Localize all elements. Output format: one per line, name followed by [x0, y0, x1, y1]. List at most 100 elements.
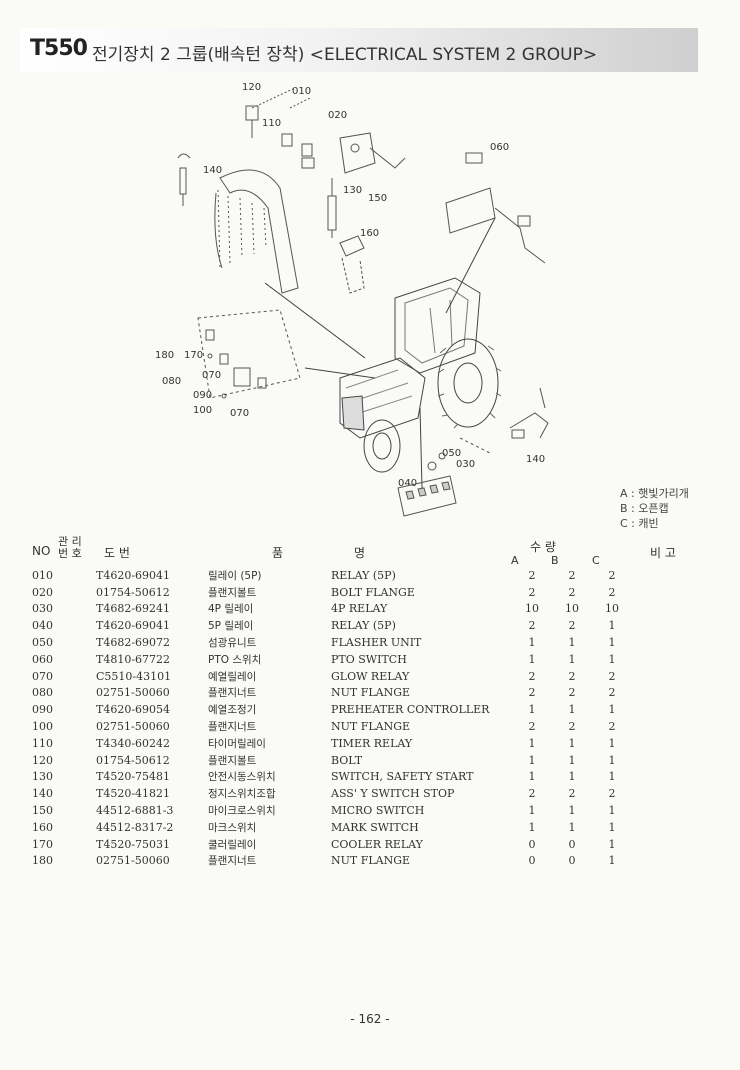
qty-a: 1 — [528, 804, 536, 818]
diagram-callout-label: 150 — [368, 193, 387, 204]
part-number: 01754-50612 — [96, 753, 170, 767]
part-no-index: 150 — [32, 804, 53, 818]
qty-b: 1 — [568, 820, 576, 834]
qty-b: 10 — [565, 602, 579, 616]
part-number: 02751-50060 — [96, 854, 170, 868]
qty-b: 2 — [568, 619, 576, 633]
qty-b: 1 — [568, 652, 576, 666]
tractor-drawing — [264, 217, 502, 489]
part-number: 02751-50060 — [96, 720, 170, 734]
col-mgmt-bottom: 번 호 — [58, 547, 82, 560]
part-name-en: NUT FLANGE — [331, 720, 411, 734]
qty-a: 2 — [528, 686, 536, 700]
qty-a: 2 — [528, 787, 536, 801]
part-name-en: BOLT — [331, 753, 363, 767]
qty-c: 1 — [608, 770, 616, 784]
part-name-en: BOLT FLANGE — [331, 585, 415, 599]
qty-c: 1 — [608, 753, 616, 767]
qty-a: 1 — [528, 820, 536, 834]
part-no-index: 170 — [32, 837, 53, 851]
part-no-index: 100 — [32, 720, 53, 734]
diagram-callout-label: 050 — [442, 448, 461, 459]
qty-a: 1 — [528, 652, 536, 666]
legend: A : 햇빛가리개 B : 오픈캡 C : 캐빈 — [620, 486, 689, 531]
diagram-callout-label: 080 — [162, 376, 181, 387]
legend-item-a: A : 햇빛가리개 — [620, 487, 689, 500]
qty-b: 1 — [568, 804, 576, 818]
qty-a: 1 — [528, 636, 536, 650]
qty-c: 1 — [608, 619, 616, 633]
qty-b: 1 — [568, 753, 576, 767]
qty-c: 2 — [608, 585, 616, 599]
qty-c: 1 — [608, 636, 616, 650]
col-drawing-no: 도 번 — [104, 546, 130, 560]
qty-c: 2 — [608, 568, 616, 582]
qty-b: 2 — [568, 585, 576, 599]
diagram-callout-label: 070 — [230, 408, 249, 419]
col-qty: 수 량 — [530, 540, 556, 554]
part-number: 02751-50060 — [96, 686, 170, 700]
qty-b: 2 — [568, 720, 576, 734]
part-name-kr: 플랜지볼트 — [208, 586, 257, 599]
qty-c: 1 — [608, 736, 616, 750]
part-name-kr: 플랜지너트 — [208, 721, 257, 734]
part-number: T4520-75481 — [96, 770, 171, 784]
part-no-index: 180 — [32, 854, 53, 868]
qty-a: 1 — [528, 753, 536, 767]
part-no-index: 120 — [32, 753, 53, 767]
qty-a: 1 — [528, 703, 536, 717]
switch-bracket-drawing — [339, 132, 406, 174]
part-name-en: ASS' Y SWITCH STOP — [331, 787, 455, 801]
qty-c: 1 — [608, 804, 616, 818]
part-name-en: COOLER RELAY — [331, 837, 423, 851]
left-relay-group-drawing — [197, 309, 301, 399]
qty-a: 0 — [528, 837, 536, 851]
part-name-kr: 플랜지볼트 — [208, 754, 257, 767]
part-name-en: MARK SWITCH — [331, 820, 419, 834]
part-name-kr: 릴레이 (5P) — [208, 569, 262, 582]
part-name-kr: 안전시동스위치 — [208, 771, 276, 784]
part-number: T4682-69241 — [96, 602, 171, 616]
qty-c: 1 — [608, 837, 616, 851]
qty-b: 0 — [568, 837, 576, 851]
diagram-callout-label: 100 — [193, 405, 212, 416]
part-name-en: GLOW RELAY — [331, 669, 410, 683]
qty-a: 1 — [528, 736, 536, 750]
part-name-kr: 타이머릴레이 — [208, 737, 266, 750]
col-mgmt-top: 관 리 — [58, 535, 82, 548]
qty-a: 10 — [525, 602, 539, 616]
qty-c: 2 — [608, 669, 616, 683]
part-no-index: 160 — [32, 820, 53, 834]
part-no-index: 070 — [32, 669, 53, 683]
part-number: T4620-69041 — [96, 568, 171, 582]
part-no-index: 080 — [32, 686, 53, 700]
diagram-callout-label: 030 — [456, 459, 475, 470]
part-number: T4620-69054 — [96, 703, 171, 717]
part-name-kr: 섬광유니트 — [208, 637, 257, 650]
switch-140-drawing — [177, 153, 191, 206]
page-number: - 162 - — [350, 1012, 390, 1026]
qty-c: 2 — [608, 686, 616, 700]
qty-b: 2 — [568, 686, 576, 700]
switch-130-drawing — [327, 178, 337, 238]
mark-switch-drawing — [339, 235, 365, 294]
part-name-kr: 4P 릴레이 — [208, 603, 254, 616]
qty-a: 0 — [528, 854, 536, 868]
diagram-callout-label: 120 — [242, 82, 261, 93]
part-name-kr: 쿨러릴레이 — [208, 838, 257, 851]
qty-c: 2 — [608, 787, 616, 801]
qty-b: 1 — [568, 703, 576, 717]
part-no-index: 040 — [32, 619, 53, 633]
diagram-callout-label: 170 — [184, 350, 203, 361]
qty-a: 2 — [528, 619, 536, 633]
header-band — [20, 28, 698, 72]
part-number: T4810-67722 — [96, 652, 171, 666]
qty-b: 1 — [568, 636, 576, 650]
